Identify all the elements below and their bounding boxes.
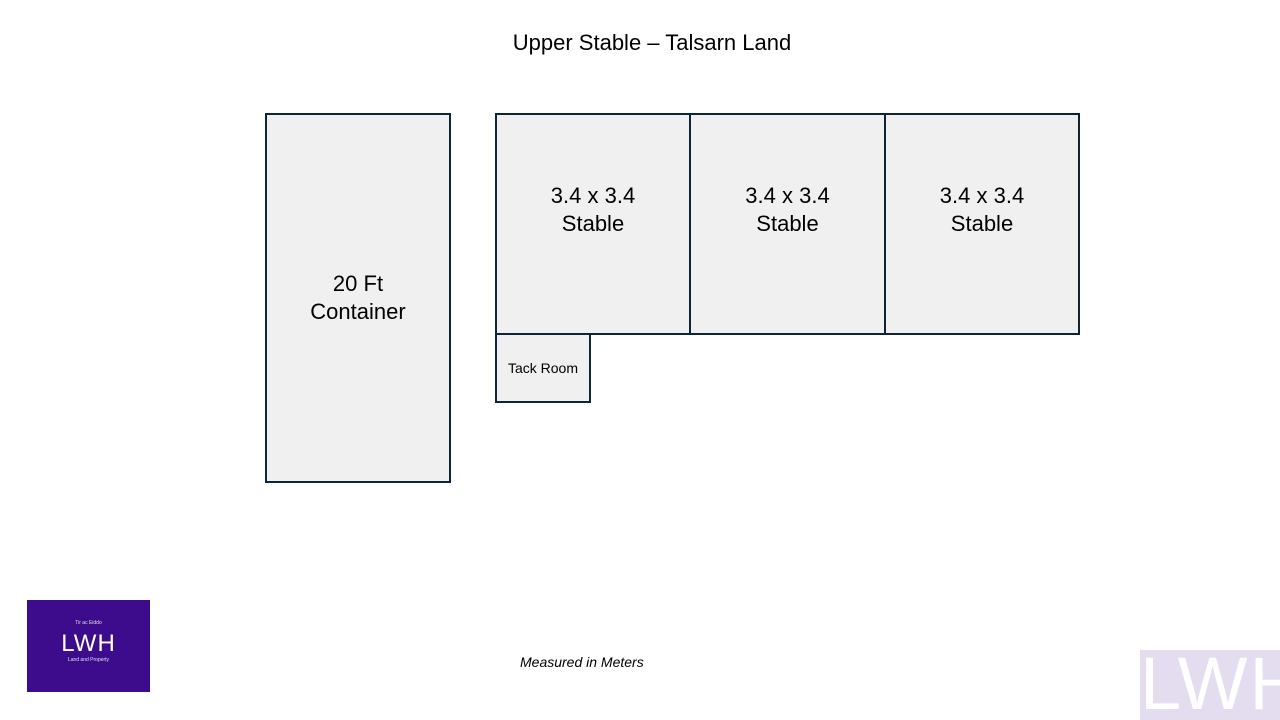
tack-room: Tack Room [495, 333, 591, 403]
measurement-note: Measured in Meters [520, 654, 644, 670]
logo-tagline: Tir ac Eiddo [75, 620, 102, 626]
page-title: Upper Stable – Talsarn Land [512, 30, 792, 55]
logo-subtitle: Land and Property [67, 657, 110, 663]
watermark-text: LWH [1140, 650, 1280, 720]
company-logo: Tir ac Eiddo LWH Land and Property [27, 600, 150, 692]
tack-room-label: Tack Room [507, 360, 579, 376]
logo-mark: LWH [61, 630, 116, 657]
watermark-logo: LWH [1140, 650, 1280, 720]
